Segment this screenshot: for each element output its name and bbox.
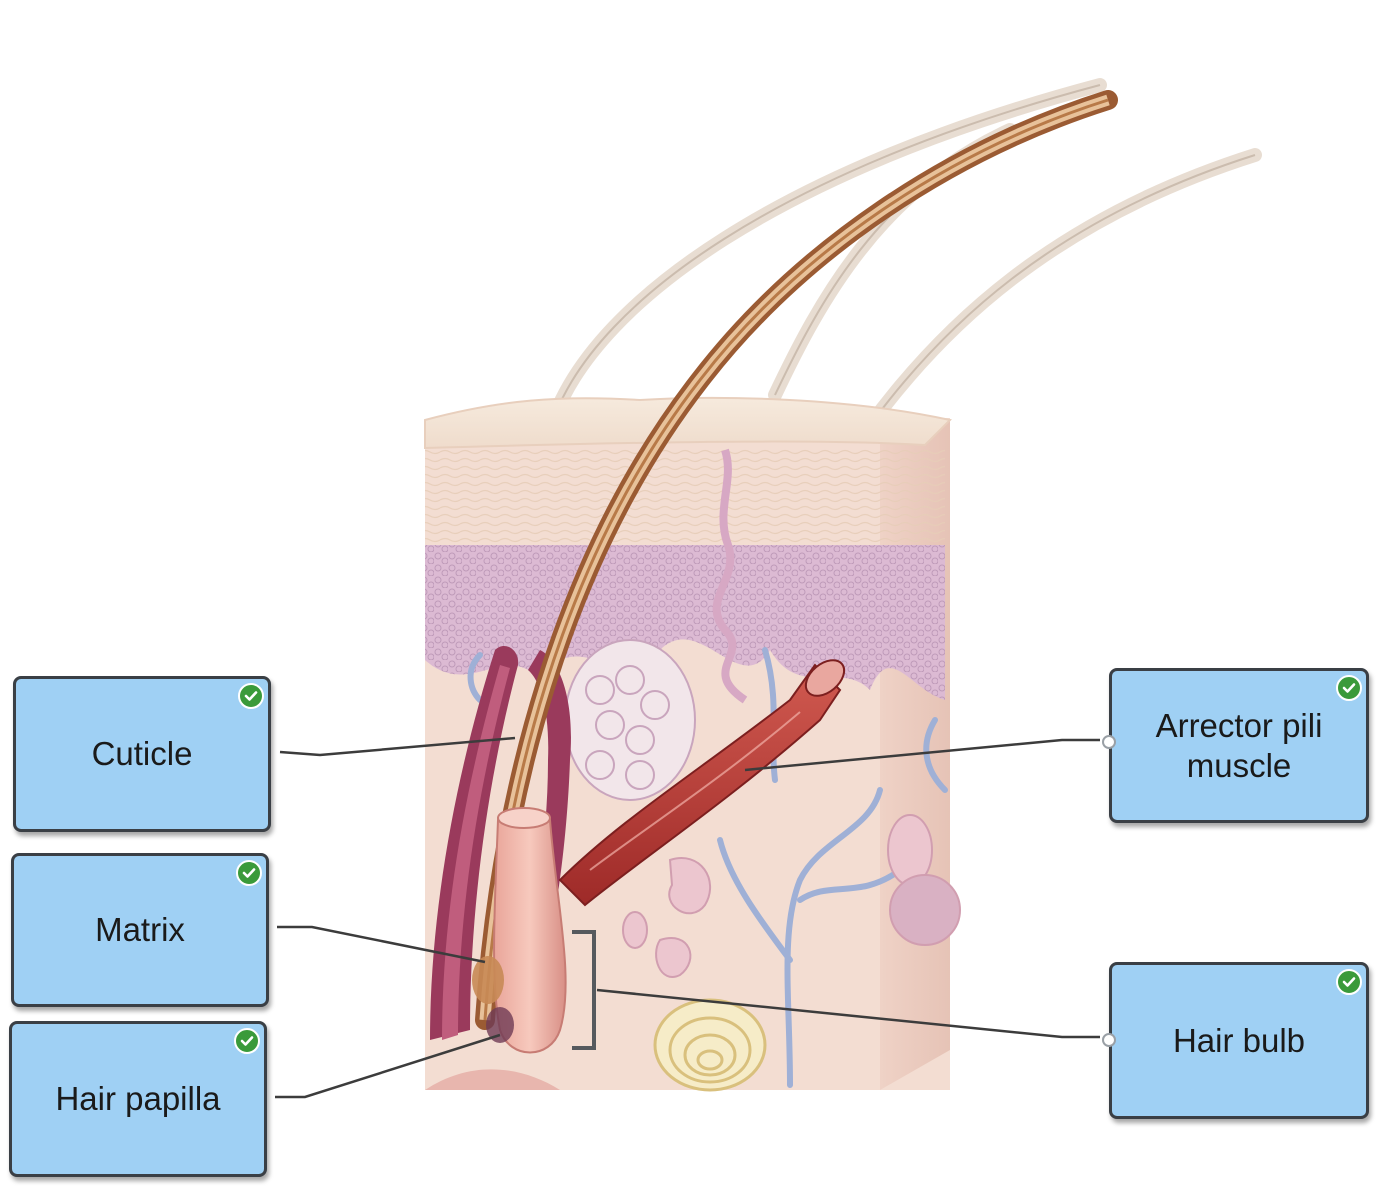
connector-handle [1102, 1033, 1116, 1047]
label-hair-papilla[interactable]: Hair papilla [9, 1021, 267, 1177]
label-cuticle[interactable]: Cuticle [13, 676, 271, 832]
leader-line-cuticle [279, 736, 516, 757]
background-hairs [548, 78, 1262, 432]
leader-lines [275, 736, 1100, 1099]
check-icon [236, 860, 262, 886]
hair-bulb-bracket [572, 930, 596, 1050]
check-icon [1336, 675, 1362, 701]
label-arrector-pili-muscle[interactable]: Arrector pili muscle [1102, 668, 1369, 823]
hair-bulb [472, 807, 567, 1054]
sweat-gland-coils [622, 814, 961, 978]
label-cuticle-text: Cuticle [91, 735, 193, 772]
matrix-region [472, 956, 504, 1004]
label-hair-bulb[interactable]: Hair bulb [1102, 962, 1369, 1119]
check-icon [234, 1028, 260, 1054]
stratum-corneum [425, 448, 945, 548]
leader-line-arrector-pili [744, 738, 1100, 772]
hair-papilla [486, 1007, 514, 1043]
connector-handle [1102, 735, 1116, 749]
pacinian-corpuscle [653, 998, 767, 1092]
label-matrix[interactable]: Matrix [11, 853, 269, 1007]
leader-line-hair-bulb [596, 988, 1100, 1039]
hair-follicle [430, 645, 571, 1040]
check-icon [238, 683, 264, 709]
check-icon [1336, 969, 1362, 995]
label-hair-bulb-text: Hair bulb [1172, 1021, 1306, 1059]
leader-line-hair-papilla [275, 1033, 501, 1099]
label-hair-papilla-text: Hair papilla [55, 1080, 221, 1117]
label-matrix-text: Matrix [95, 911, 185, 948]
sebaceous-gland [564, 639, 696, 801]
arrector-pili-muscle [558, 659, 846, 907]
label-arrector-pili-text: Arrector pili muscle [1155, 706, 1323, 784]
leader-line-matrix [277, 925, 486, 964]
skin-block [424, 396, 961, 1092]
